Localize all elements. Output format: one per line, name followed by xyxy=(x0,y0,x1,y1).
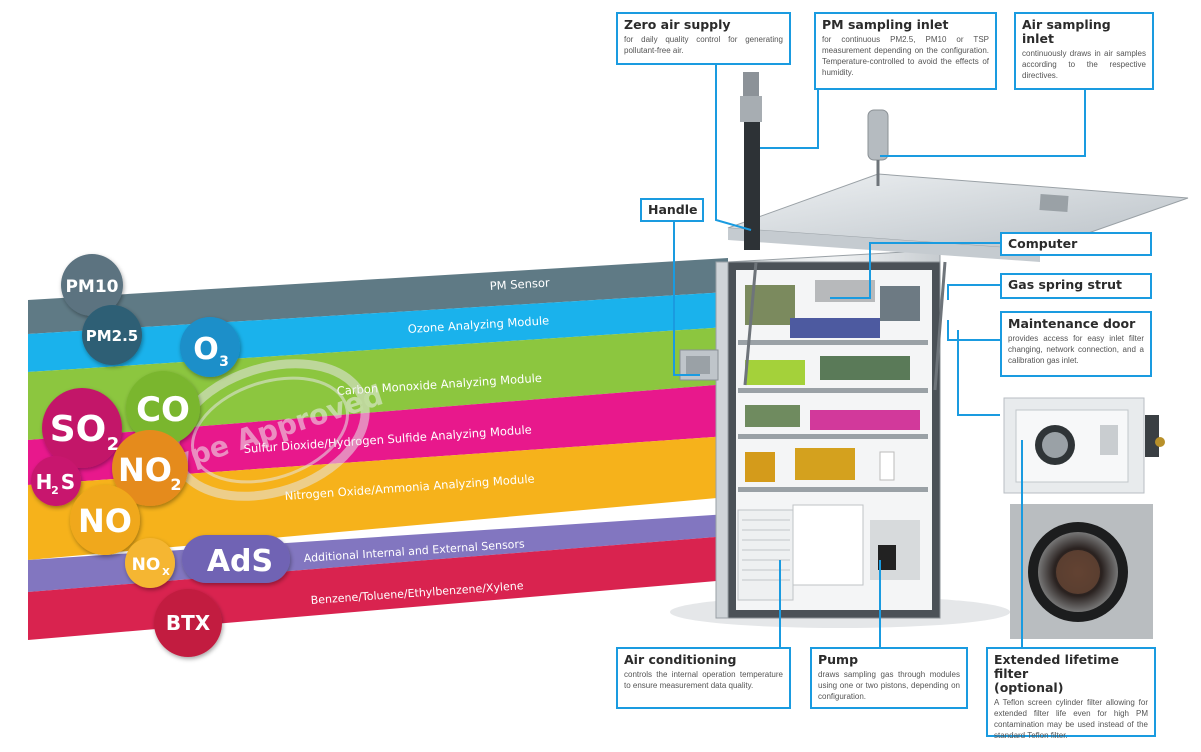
band-pm-sensor xyxy=(28,258,728,334)
callout-description: for daily quality control for generating… xyxy=(624,35,783,55)
bubble-o3 xyxy=(180,317,240,377)
bubble-no2-label: NO xyxy=(118,451,172,489)
callout-gas-spring-strut: Gas spring strut xyxy=(1000,273,1152,299)
bubble-co-label: CO xyxy=(136,390,190,430)
bubble-btx xyxy=(154,589,222,657)
filter-image xyxy=(1010,504,1153,639)
callout-maintenance-door: Maintenance door provides access for eas… xyxy=(1000,311,1152,377)
callout-title: Handle xyxy=(648,202,698,217)
callout-title: Extended lifetime filter xyxy=(994,652,1119,681)
band-co xyxy=(28,327,728,440)
callout-title: Pump xyxy=(818,652,859,667)
bubble-o3-label: O xyxy=(193,332,219,367)
callout-description: for continuous PM2.5, PM10 or TSP measur… xyxy=(822,35,989,77)
callout-description: provides access for easy inlet filter ch… xyxy=(1008,334,1144,365)
module-bands xyxy=(28,258,728,640)
bubble-no-label: NO xyxy=(78,502,132,540)
bubble-so2 xyxy=(42,388,122,468)
bubble-no2 xyxy=(112,430,188,506)
callout-title: PM sampling inlet xyxy=(822,17,949,32)
bubble-no2-sub: 2 xyxy=(170,475,181,494)
bubble-o3-sub: 3 xyxy=(219,354,229,370)
callout-description: controls the internal operation temperat… xyxy=(624,670,783,690)
callout-air-conditioning: Air conditioning controls the internal o… xyxy=(616,647,791,709)
callout-extended-lifetime-filter: Extended lifetime filter (optional) A Te… xyxy=(986,647,1156,740)
bubble-ads-label: AdS xyxy=(207,544,273,579)
callout-pump: Pump draws sampling gas through modules … xyxy=(810,647,968,709)
bubble-pm10-label: PM10 xyxy=(65,277,118,297)
bubble-h2s xyxy=(31,456,81,506)
bubble-pm25-label: PM2.5 xyxy=(86,327,139,345)
bubble-ads xyxy=(182,535,290,583)
bubble-so2-label: SO xyxy=(50,409,107,450)
band-so2 xyxy=(28,384,728,485)
callout-description: continuously draws in air samples accord… xyxy=(1022,49,1146,80)
bubble-pm10 xyxy=(61,254,123,316)
bubble-pm25 xyxy=(82,305,142,365)
callout-leaders xyxy=(673,65,1086,650)
callout-title: Maintenance door xyxy=(1008,316,1136,331)
callout-title: Computer xyxy=(1008,236,1078,251)
callout-pm-sampling-inlet: PM sampling inlet for continuous PM2.5, … xyxy=(814,12,997,90)
bubble-nox-sub: X xyxy=(162,567,170,578)
monitoring-cabinet xyxy=(670,72,1189,628)
band-nox xyxy=(28,436,728,560)
band-label-pm-sensor: PM Sensor xyxy=(489,275,550,293)
callout-title: Air sampling inlet xyxy=(1022,17,1111,46)
callout-title: Zero air supply xyxy=(624,17,731,32)
callout-zero-air-supply: Zero air supply for daily quality contro… xyxy=(616,12,791,65)
callout-handle: Handle xyxy=(640,198,704,222)
callout-computer: Computer xyxy=(1000,232,1152,256)
bubble-h2s-sub: 2 xyxy=(51,484,59,497)
bubble-no xyxy=(70,485,140,555)
bubble-so2-sub: 2 xyxy=(107,434,120,455)
bubble-h2s-h: H xyxy=(36,470,53,494)
callout-description: A Teflon screen cylinder filter allowing… xyxy=(994,698,1148,740)
callout-description: draws sampling gas through modules using… xyxy=(818,670,960,701)
callout-air-sampling-inlet: Air sampling inlet continuously draws in… xyxy=(1014,12,1154,90)
bubble-btx-label: BTX xyxy=(166,611,211,635)
callout-title-optional: (optional) xyxy=(994,680,1064,695)
bubble-co xyxy=(126,371,200,445)
callout-title: Air conditioning xyxy=(624,652,737,667)
maintenance-door-image xyxy=(1003,397,1165,494)
bubble-h2s-s: S xyxy=(61,470,75,494)
callout-title: Gas spring strut xyxy=(1008,277,1122,292)
bubble-nox xyxy=(125,538,175,588)
gas-bubbles: PM10 PM2.5 O 3 CO SO 2 H 2 S NO 2 NO NO … xyxy=(31,254,290,657)
bubble-nox-label: NO xyxy=(132,555,161,575)
